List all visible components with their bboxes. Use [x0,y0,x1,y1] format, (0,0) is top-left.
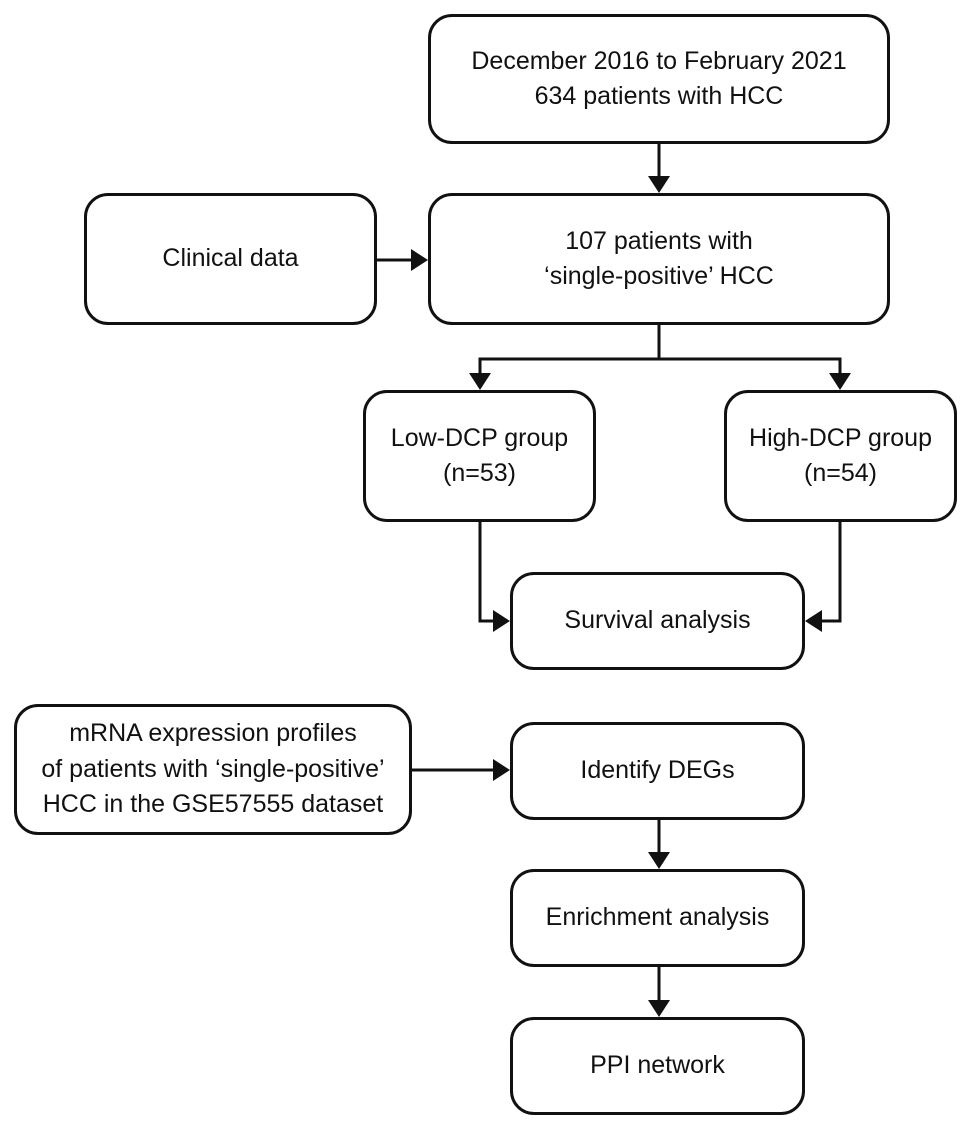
edge-single-to-split [478,325,661,376]
node-ppi-network: PPI network [510,1017,805,1115]
arrowhead-enrichment-to-ppi [648,1000,670,1017]
arrowhead-clinical-to-single [411,249,428,271]
node-study-period-line1: December 2016 to February 2021 [471,46,847,75]
node-degs-line1: Identify DEGs [580,756,735,785]
node-low-dcp-line2: (n=53) [443,459,516,487]
node-enrichment-analysis: Enrichment analysis [510,869,805,967]
node-clinical-data-line1: Clinical data [162,244,299,273]
node-low-dcp-line1: Low-DCP group [390,423,569,452]
node-mrna-line1: mRNA expression profiles [69,719,357,748]
node-single-positive-line1: 107 patients with [565,226,753,255]
arrowhead-high-to-survival [805,610,822,632]
node-survival-analysis: Survival analysis [510,572,805,670]
node-high-dcp-line2: (n=54) [804,459,877,487]
node-single-positive-patients: 107 patients with ‘single-positive’ HCC [428,193,890,325]
node-enrichment-line1: Enrichment analysis [545,903,770,932]
node-mrna-line3: HCC in the GSE57555 dataset [42,790,384,819]
node-study-period: December 2016 to February 2021 634 patie… [428,14,890,144]
arrowhead-mrna-to-degs [493,759,510,781]
node-low-dcp-group: Low-DCP group (n=53) [363,390,596,522]
edge-split-to-high [659,357,842,376]
node-mrna-line2: of patients with ‘single-positive’ [41,754,385,783]
edge-high-to-survival [819,522,842,623]
node-ppi-line1: PPI network [590,1051,725,1080]
arrowhead-source-to-single [648,176,670,193]
node-study-period-line2: 634 patients with HCC [534,82,784,110]
arrowhead-split-to-high [829,373,851,390]
node-identify-degs: Identify DEGs [510,722,805,820]
node-high-dcp-group: High-DCP group (n=54) [724,390,957,522]
arrowhead-degs-to-enrichment [648,852,670,869]
node-clinical-data: Clinical data [84,193,377,325]
edge-low-to-survival [478,522,496,623]
arrowhead-low-to-survival [493,610,510,632]
node-high-dcp-line1: High-DCP group [749,423,932,452]
arrowhead-split-to-low [469,373,491,390]
node-single-positive-line2: ‘single-positive’ HCC [544,262,774,290]
node-survival-line1: Survival analysis [564,606,751,635]
node-mrna-expression-profiles: mRNA expression profiles of patients wit… [14,704,412,835]
